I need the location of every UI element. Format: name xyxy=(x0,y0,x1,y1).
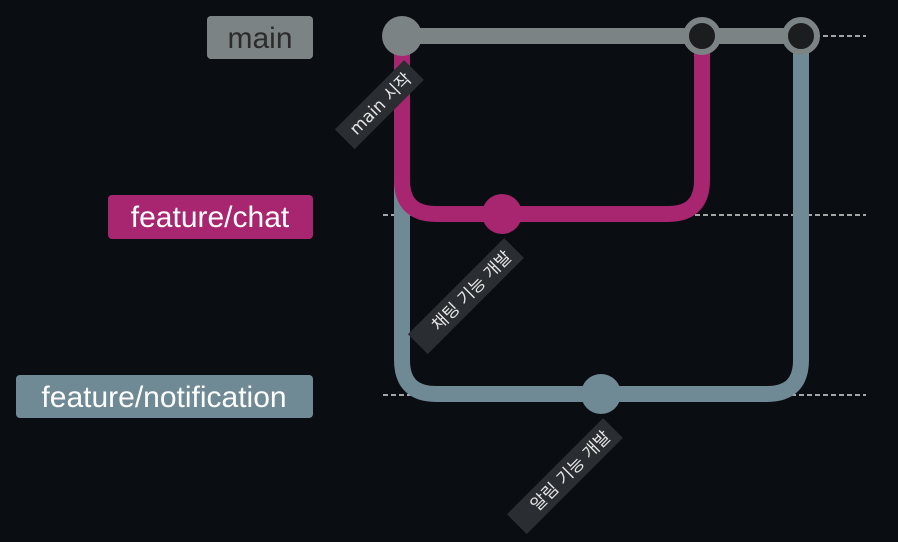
commit-label-box xyxy=(506,418,623,535)
branch-label-box xyxy=(16,375,313,418)
branch-label-main[interactable]: main xyxy=(207,16,313,59)
commit-main-start[interactable] xyxy=(382,16,422,56)
branch-label-text: feature/chat xyxy=(131,201,290,234)
commit-label-box xyxy=(334,60,424,150)
branch-label-chat[interactable]: feature/chat xyxy=(108,195,313,239)
commits xyxy=(382,16,820,414)
commit-label-text: 채팅 기능 개발 xyxy=(428,247,516,335)
commit-chat-dev[interactable] xyxy=(482,194,522,234)
branch-label-notification[interactable]: feature/notification xyxy=(16,375,313,418)
branch-label-text: main xyxy=(227,22,292,55)
branch-labels: main feature/chat feature/notification xyxy=(16,16,313,418)
branch-label-box xyxy=(207,16,313,59)
commit-merge-noti[interactable] xyxy=(782,17,820,55)
commit-label-chat-dev: 채팅 기능 개발 xyxy=(407,238,524,355)
commit-label-box xyxy=(407,238,524,355)
branch-label-box xyxy=(108,195,313,239)
commit-label-main-start: main 시작 xyxy=(334,60,424,150)
branch-label-text: feature/notification xyxy=(41,381,286,414)
commit-label-text: 알림 기능 개발 xyxy=(527,427,615,515)
chat-branch-line xyxy=(394,36,710,222)
commit-merge-chat[interactable] xyxy=(683,17,721,55)
branch-edges xyxy=(394,28,809,402)
commit-labels: main 시작 채팅 기능 개발 알림 기능 개발 xyxy=(334,60,623,535)
commit-noti-dev[interactable] xyxy=(581,374,621,414)
commit-label-noti-dev: 알림 기능 개발 xyxy=(506,418,623,535)
